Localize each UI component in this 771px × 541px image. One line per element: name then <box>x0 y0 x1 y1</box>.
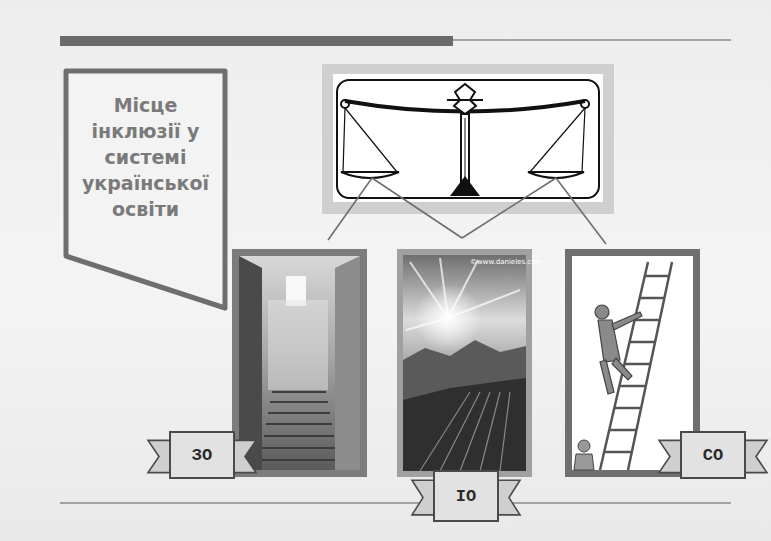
picture-frame <box>565 249 700 477</box>
mountains <box>403 340 526 471</box>
ladder-rung <box>614 407 641 410</box>
scales-string <box>343 108 345 172</box>
title-banner: Місце інклюзії у системі української осв… <box>63 68 228 311</box>
footer-line <box>60 502 731 504</box>
scales-picture <box>322 64 614 214</box>
scales-string <box>530 108 585 172</box>
leader-lines <box>328 178 606 244</box>
picture-background <box>333 74 603 202</box>
stair-step <box>272 391 326 393</box>
ladder-rail <box>628 262 672 470</box>
scales-base <box>450 176 480 196</box>
scales-hook <box>581 100 589 108</box>
scales-pan <box>341 172 399 178</box>
scales-hook <box>341 100 349 108</box>
sky-picture <box>397 249 532 477</box>
hills <box>403 378 526 471</box>
stair-step <box>268 412 330 414</box>
roof-line <box>480 392 500 471</box>
scales-string <box>582 108 585 172</box>
stair-step <box>262 447 335 449</box>
ladder-rung <box>629 341 655 344</box>
picture-background <box>403 255 526 471</box>
picture-frame <box>397 249 532 477</box>
ladder-rung <box>639 297 665 300</box>
scales-string <box>345 108 397 172</box>
figure-body <box>574 454 594 470</box>
wall <box>335 256 360 470</box>
ladder <box>600 262 672 470</box>
title-text: Місце інклюзії у системі української осв… <box>71 68 221 222</box>
scales-column <box>461 114 469 182</box>
ribbon-center <box>170 432 234 478</box>
light <box>268 300 328 390</box>
scales-ornament <box>447 99 483 101</box>
header-bar <box>60 36 453 46</box>
scales-column <box>465 118 466 178</box>
stairs <box>262 392 335 460</box>
ribbon-label: ІО <box>412 469 520 525</box>
ladder-rung <box>644 275 669 278</box>
small-figure <box>574 440 594 470</box>
leader-line <box>462 178 556 238</box>
ribbon-label: ЗО <box>148 430 256 482</box>
leader-line <box>328 178 372 240</box>
ladder-rail <box>600 262 648 470</box>
ribbon-center <box>434 471 498 521</box>
ribbon-center <box>681 432 745 478</box>
ribbon-text: СО <box>703 446 723 466</box>
ladder-rung <box>604 451 632 454</box>
wall <box>239 256 262 470</box>
leader-line <box>556 178 606 244</box>
roof-line <box>500 392 510 471</box>
header-line <box>453 39 731 41</box>
leader-line <box>372 178 462 238</box>
ladder-rung <box>634 319 660 322</box>
figure-leg <box>600 360 614 394</box>
ribbon-text: ЗО <box>192 446 212 466</box>
ribbon-text: ІО <box>456 487 476 507</box>
figure-arm <box>612 312 642 330</box>
sun-ray <box>406 318 448 330</box>
stair-step <box>270 401 328 403</box>
scales-pan <box>528 172 584 178</box>
roof-line <box>460 392 490 471</box>
ribbon-label: СО <box>659 430 767 482</box>
roof-lines <box>420 392 510 471</box>
roof-line <box>420 392 470 471</box>
roof-line <box>440 392 480 471</box>
figure-head <box>578 440 590 452</box>
ladder-rung <box>624 363 651 366</box>
ladder-rung <box>619 385 646 388</box>
picture-background <box>572 256 693 470</box>
figure-head <box>595 305 609 319</box>
watermark: ©www.danieles.com <box>470 258 542 266</box>
ladder-picture <box>565 249 700 477</box>
picture-background <box>239 256 360 470</box>
stair-step <box>266 423 332 425</box>
climbing-figure <box>595 305 642 394</box>
figure-leg <box>612 358 632 380</box>
picture-frame <box>322 64 614 214</box>
sun-rays <box>406 258 520 330</box>
sun-ray <box>448 260 478 318</box>
ladder-rung <box>609 429 637 432</box>
stair-step <box>262 459 335 461</box>
sun-ray <box>440 258 448 318</box>
stair-step <box>264 435 334 437</box>
sun-ray <box>448 290 520 318</box>
